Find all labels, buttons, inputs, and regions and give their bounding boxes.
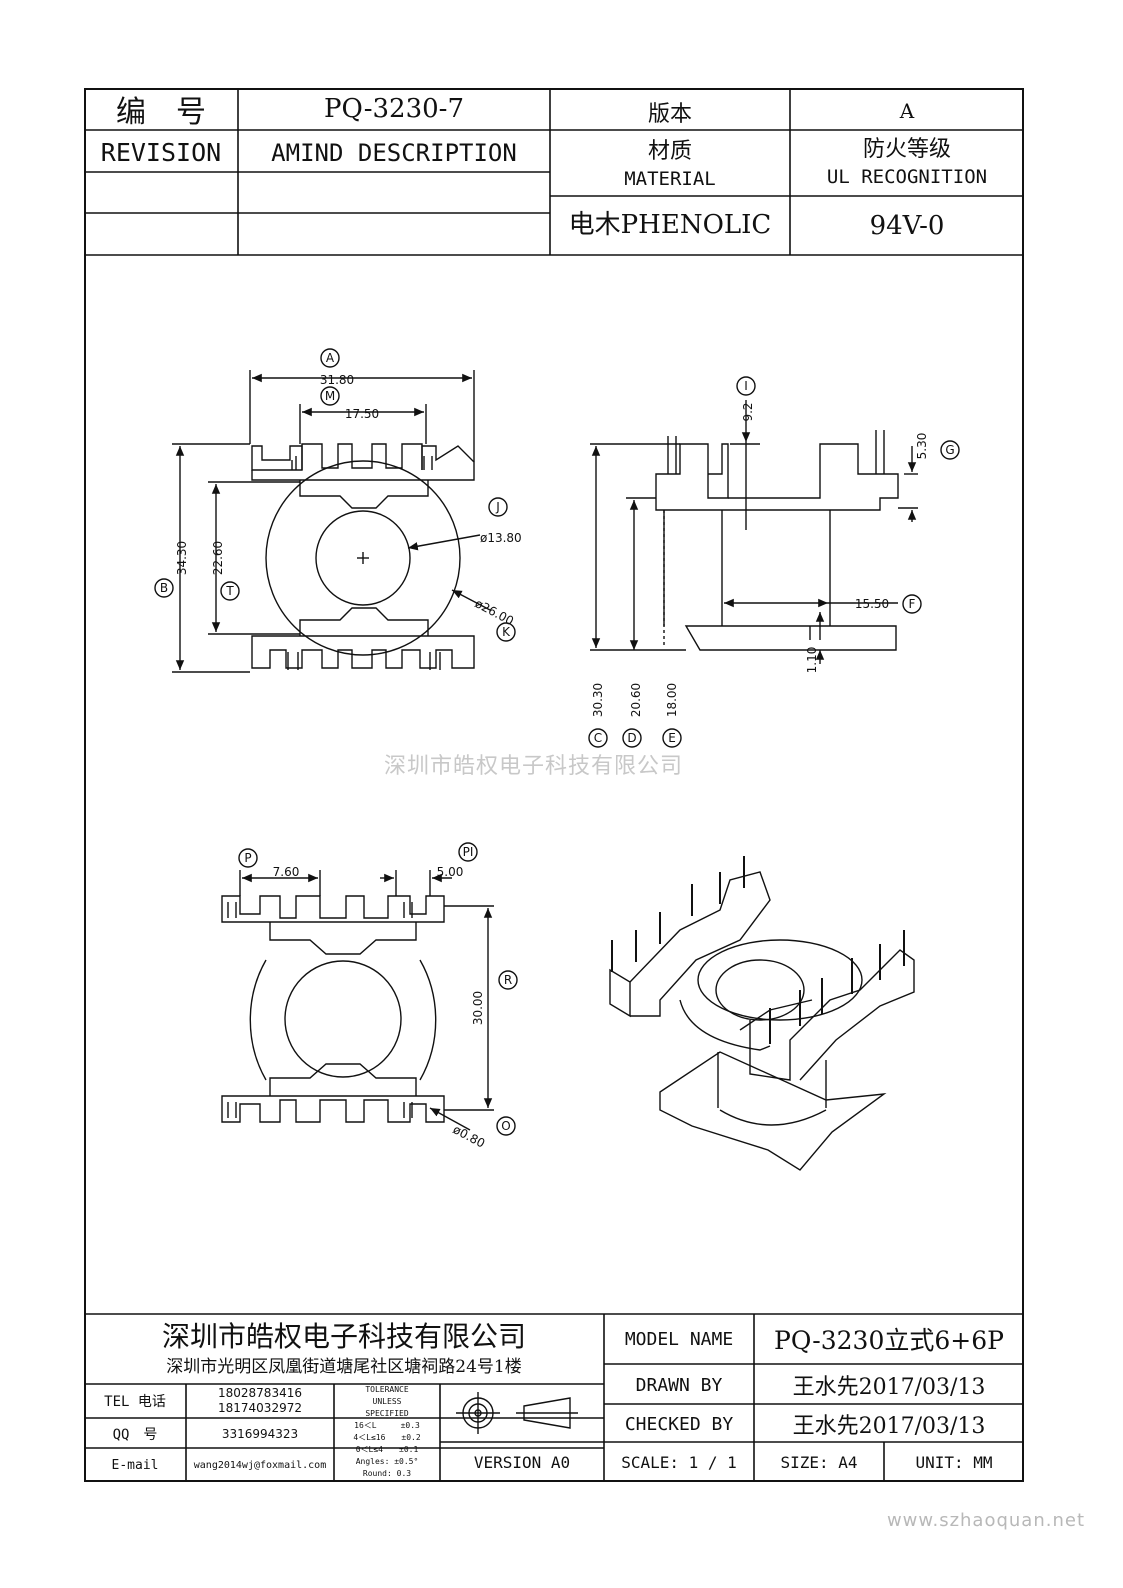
tolerance-line: 16＜L ±0.3 — [354, 1421, 420, 1430]
fire-rating-en: UL RECOGNITION — [826, 166, 988, 188]
material-en: MATERIAL — [624, 168, 716, 190]
company-address: 深圳市光明区凤凰街道塘尾社区塘祠路24号1楼 — [166, 1356, 522, 1377]
tolerance-line: Round: 0.3 — [362, 1469, 412, 1478]
bottom-view — [221, 842, 518, 1136]
dim-P: 7.60 — [273, 865, 300, 879]
dim-C: 30.30 — [591, 683, 605, 717]
dim-F: 15.50 — [855, 597, 889, 611]
dim-B: 34.30 — [175, 541, 189, 575]
checked-by-label: CHECKED BY — [624, 1413, 734, 1435]
qq-label: QQ 号 — [112, 1427, 158, 1443]
dim-E: 18.00 — [665, 683, 679, 717]
label-K: K — [502, 625, 511, 639]
tel-number-2: 18174032972 — [218, 1401, 302, 1415]
fire-rating-value: 94V-0 — [869, 211, 945, 241]
website-url: www.szhaoquan.net — [886, 1510, 1085, 1531]
label-R: R — [504, 973, 512, 987]
dim-G: 5.30 — [915, 433, 929, 460]
version-value: A — [899, 99, 915, 123]
version-label: 版本 — [647, 102, 692, 127]
revision-label: REVISION — [100, 137, 222, 167]
isometric-view — [609, 856, 915, 1171]
label-B: B — [160, 581, 168, 595]
tel-numbers: 18028783416 18174032972 — [186, 1386, 334, 1416]
material-value: 电木PHENOLIC — [568, 209, 772, 240]
label-PI: PI — [463, 845, 474, 859]
model-name-label: MODEL NAME — [624, 1328, 734, 1350]
dim-flange-thickness: 1.10 — [805, 647, 819, 674]
label-C: C — [594, 731, 602, 745]
tolerance-line: 0＜L≤4 ±0.1 — [355, 1445, 419, 1454]
fire-rating-cn: 防火等级 — [862, 137, 951, 162]
tel-number-1: 18028783416 — [218, 1386, 302, 1400]
label-F: F — [909, 597, 916, 611]
label-D: D — [627, 731, 636, 745]
tolerance-line: TOLERANCE — [365, 1385, 409, 1394]
outer-flange-circle — [265, 460, 461, 656]
dim-T: 22.60 — [211, 541, 225, 575]
label-J: J — [495, 500, 500, 514]
tolerance-line: SPECIFIED — [365, 1409, 409, 1418]
dim-M: 17.50 — [345, 407, 379, 421]
drawn-by-value: 王水先2017/03/13 — [792, 1375, 986, 1400]
dim-J: ø13.80 — [480, 531, 522, 545]
dim-R: 30.00 — [471, 991, 485, 1025]
dim-I: 9.2 — [741, 402, 755, 421]
label-A: A — [326, 351, 335, 365]
drawing-frame — [84, 88, 1024, 1482]
tolerance-line: UNLESS — [372, 1397, 402, 1406]
tolerance-line: Angles: ±0.5° — [355, 1457, 419, 1466]
label-M: M — [325, 389, 335, 403]
material-cn: 材质 — [647, 139, 692, 164]
label-I: I — [744, 379, 748, 393]
label-O: O — [501, 1119, 510, 1133]
label-T: T — [225, 584, 234, 598]
label-P: P — [244, 851, 251, 865]
center-hole-circle — [315, 510, 411, 606]
paper-size: SIZE: A4 — [780, 1452, 858, 1472]
number-label: 编 号 — [116, 95, 206, 130]
dim-PI: 5.00 — [437, 865, 464, 879]
watermark: 深圳市皓权电子科技有限公司 — [384, 754, 684, 779]
tel-label: TEL 电话 — [104, 1394, 166, 1410]
label-E: E — [668, 731, 676, 745]
drawn-by-label: DRAWN BY — [635, 1374, 723, 1396]
dim-A: 31.80 — [320, 373, 354, 387]
dim-D: 20.60 — [629, 683, 643, 717]
email-value: wang2014wj@foxmail.com — [193, 1459, 327, 1471]
email-label: E-mail — [111, 1457, 159, 1473]
front-view — [154, 348, 516, 673]
version-a0: VERSION A0 — [473, 1452, 571, 1472]
model-name-value: PQ-3230立式6+6P — [774, 1326, 1004, 1355]
tolerance-table: TOLERANCE UNLESS SPECIFIED 16＜L ±0.3 4＜L… — [334, 1384, 440, 1482]
scale: SCALE: 1 / 1 — [621, 1452, 737, 1472]
part-number: PQ-3230-7 — [323, 94, 465, 124]
company-name: 深圳市皓权电子科技有限公司 — [161, 1320, 526, 1353]
side-view — [588, 376, 960, 748]
amind-label: AMIND DESCRIPTION — [271, 139, 517, 167]
unit: UNIT: MM — [915, 1452, 993, 1472]
checked-by-value: 王水先2017/03/13 — [792, 1414, 986, 1439]
label-G: G — [945, 443, 954, 457]
qq-value: 3316994323 — [221, 1427, 299, 1441]
tolerance-line: 4＜L≤16 ±0.2 — [353, 1433, 421, 1442]
